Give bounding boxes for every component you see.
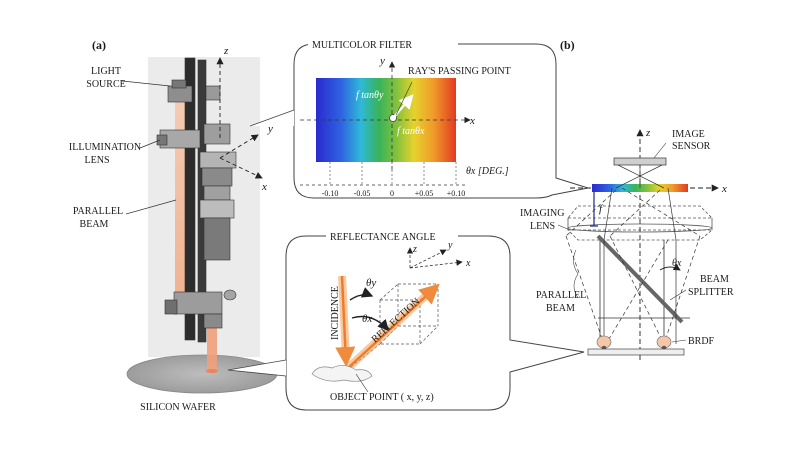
incidence-label: INCIDENCE — [330, 286, 341, 340]
svg-text:LIGHT: LIGHT — [91, 66, 121, 77]
reflection-ray — [345, 283, 440, 371]
parallel-beam-leader-a — [125, 199, 177, 215]
axis-z-b: z — [645, 127, 651, 139]
parallel-beam-label-a: PARALLEL BEAM — [73, 206, 123, 230]
theta-x-deg-label: θx [DEG.] — [466, 166, 509, 177]
incidence-ray — [335, 275, 356, 367]
brdf-label: BRDF — [688, 336, 715, 347]
optical-path-box — [598, 240, 690, 342]
svg-text:LENS: LENS — [85, 155, 110, 166]
svg-text:BEAM: BEAM — [700, 274, 729, 285]
illumination-lens-label: ILLUMINATION LENS — [69, 142, 141, 166]
filter-title-mask — [308, 40, 458, 48]
theta-y-label: θy — [366, 277, 376, 289]
filter-axis-y: y — [379, 55, 385, 67]
f-tan-theta-y: f tanθy — [356, 90, 384, 101]
focal-length-label: f — [599, 203, 604, 215]
svg-text:IMAGING: IMAGING — [520, 208, 564, 219]
svg-text:BEAM: BEAM — [546, 303, 575, 314]
imaging-lens-leader — [557, 224, 571, 231]
brdf-leader — [671, 339, 687, 343]
axis-y-a: y — [267, 123, 273, 135]
filter-axis-x: x — [469, 115, 475, 127]
reflectance-title-mask — [326, 232, 458, 240]
object-surface — [311, 365, 373, 382]
beam-splitter-leader — [669, 289, 687, 301]
light-source-leader — [121, 80, 171, 87]
svg-text:IMAGE: IMAGE — [672, 129, 705, 140]
imaging-lens — [567, 205, 714, 241]
silicon-wafer-label: SILICON WAFER — [140, 402, 216, 413]
filter-tick-5: +0.10 — [447, 189, 466, 198]
filter-tick-3: 0 — [390, 189, 394, 198]
parallel-beam-label-b: PARALLEL BEAM — [536, 290, 586, 314]
rays-b — [565, 164, 701, 345]
object-point-label: OBJECT POINT ( x, y, z) — [330, 392, 434, 403]
panel-a-label: (a) — [92, 38, 106, 52]
axes-a — [216, 57, 263, 179]
axis-x-a: x — [261, 181, 267, 193]
beam-splitter — [596, 234, 684, 324]
svg-text:LENS: LENS — [530, 221, 555, 232]
object-point-leader — [355, 373, 369, 393]
axis-z-a: z — [223, 45, 229, 57]
filter-tick-4: +0.05 — [415, 189, 434, 198]
reflectance-axis-x: x — [465, 258, 471, 269]
svg-text:ILLUMINATION: ILLUMINATION — [69, 142, 141, 153]
silicon-wafer — [126, 354, 278, 394]
image-sensor — [613, 157, 667, 166]
rays-passing-point-label: RAY'S PASSING POINT — [408, 66, 511, 77]
parallel-beam-brace — [573, 249, 579, 299]
reflectance-title: REFLECTANCE ANGLE — [330, 232, 436, 243]
apparatus-drawing — [156, 57, 237, 343]
panel-b-label: (b) — [560, 38, 575, 52]
imaging-lens-label: IMAGING LENS — [520, 208, 564, 232]
reflectance-axis-y: y — [447, 240, 453, 251]
rays-passing-leader — [395, 81, 413, 116]
filter-axes — [300, 61, 471, 186]
filter-tick-2: -0.05 — [354, 189, 371, 198]
image-sensor-label: IMAGE SENSOR — [672, 129, 711, 152]
parallel-beam-a — [175, 95, 218, 373]
axis-x-b: x — [721, 183, 727, 195]
svg-text:PARALLEL: PARALLEL — [536, 290, 586, 301]
image-sensor-leader — [653, 142, 667, 159]
light-source-label: LIGHT SOURCE — [86, 66, 125, 90]
brdf-lobes — [596, 335, 672, 351]
filter-tick-1: -0.10 — [322, 189, 339, 198]
theta-x-label-reflectance: θx — [362, 313, 372, 325]
reflectance-mini-axes — [406, 247, 463, 269]
filter-title: MULTICOLOR FILTER — [312, 40, 412, 51]
svg-text:BEAM: BEAM — [80, 219, 109, 230]
svg-text:PARALLEL: PARALLEL — [73, 206, 123, 217]
svg-text:SENSOR: SENSOR — [672, 141, 711, 152]
theta-x-arc-b — [659, 263, 681, 271]
svg-text:SPLITTER: SPLITTER — [688, 287, 734, 298]
reflectance-axis-z: z — [412, 244, 417, 255]
theta-x-arc — [351, 315, 389, 332]
theta-x-label-b: θx — [672, 258, 682, 269]
reflectance-callout-bubble — [227, 235, 585, 411]
beam-splitter-label: BEAM SPLITTER — [688, 274, 734, 298]
svg-text:SOURCE: SOURCE — [86, 79, 125, 90]
illumination-lens-leader — [139, 139, 161, 149]
theta-y-arc — [349, 287, 374, 301]
f-tan-theta-x: f tanθx — [397, 126, 425, 137]
sample-stage — [587, 348, 685, 356]
